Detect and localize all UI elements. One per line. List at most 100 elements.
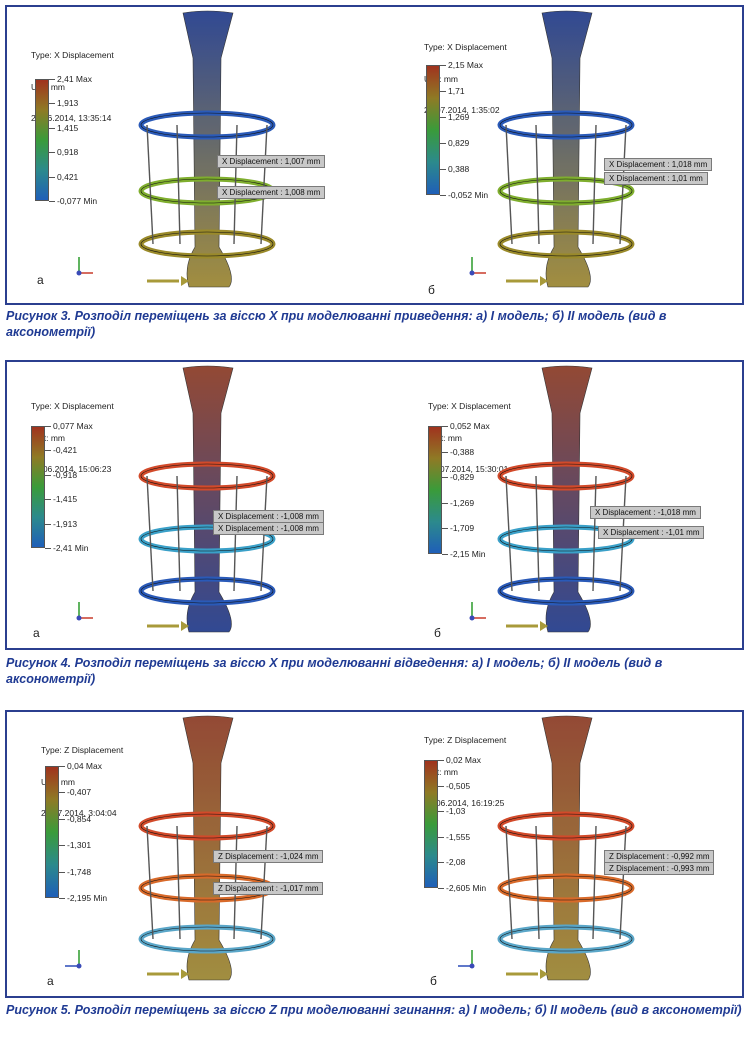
displacement-probe-label: Z Displacement : -0,993 mm: [604, 862, 715, 875]
fixator-ring-outline: [499, 112, 633, 138]
displacement-probe-label: X Displacement : 1,01 mm: [604, 172, 708, 185]
color-scale: 0,04 Max -0,407 -0,854 -1,301 -1,748 -2,…: [45, 761, 107, 903]
subfigure-letter: а: [37, 273, 44, 287]
scale-tick: 0,04 Max: [59, 761, 102, 771]
bone-fixator-model: [76, 10, 276, 288]
bone-shaft: [541, 10, 593, 288]
subfigure-letter: а: [47, 974, 54, 988]
bone-shaft: [182, 10, 234, 288]
displacement-probe-label: X Displacement : 1,008 mm: [217, 186, 326, 199]
scale-tick: -0,077 Min: [48, 196, 98, 206]
scale-tick: -1,269: [441, 497, 475, 508]
displacement-probe-label: X Displacement : -1,018 mm: [590, 506, 701, 519]
fixator-rod: [592, 475, 597, 592]
bone-fixator-model: [458, 715, 635, 981]
scale-tick: -0,505: [437, 780, 471, 791]
panel-a: Type: X Displacement Unit: mm 23.06.2014…: [7, 7, 375, 303]
scale-tick: -2,195 Min: [58, 893, 108, 903]
scale-tick: -0,052 Min: [439, 190, 489, 200]
fixator-rod: [146, 825, 154, 940]
fixator-ring-outline: [499, 926, 633, 952]
scale-tick: 0,829: [439, 138, 470, 148]
axis-origin: [76, 963, 82, 969]
load-arrowhead: [540, 276, 548, 286]
fixator-rod: [505, 475, 513, 592]
panel-b: Type: X Displacement Unit: mm 16.07.2014…: [376, 362, 742, 648]
fixator-rod: [233, 124, 238, 245]
scale-tick: 1,71: [440, 86, 465, 96]
fixator-ring-outline: [140, 813, 274, 839]
displacement-probe-label: Z Displacement : -1,017 mm: [213, 882, 324, 895]
figure-caption: Рисунок 3. Розподіл переміщень за віссю …: [6, 309, 667, 339]
scale-tick: 2,15 Max: [440, 60, 483, 70]
fixator-rod: [505, 825, 513, 940]
scale-tick: -0,388: [441, 446, 475, 457]
color-scale: 0,077 Max -0,421 -0,918 -1,415 -1,913 -2…: [31, 421, 93, 553]
displacement-probe-label: X Displacement : 1,007 mm: [217, 155, 326, 168]
panel-b: Type: X Displacement Unit: mm 22.07.2014…: [376, 7, 742, 303]
panel-a: Type: X Displacement Unit: mm 23.06.2014…: [7, 362, 375, 648]
fixator-rod: [176, 124, 181, 245]
scale-tick: -1,555: [437, 831, 471, 842]
fixator-rod: [592, 124, 597, 245]
fixator-ring-outline: [499, 526, 633, 552]
bone-fixator-model: [469, 365, 635, 633]
bone-shaft: [541, 715, 593, 981]
axis-origin: [76, 615, 82, 621]
load-arrowhead: [540, 969, 548, 979]
color-scale: 0,052 Max -0,388 -0,829 -1,269 -1,709 -2…: [428, 421, 490, 559]
subfigure-letter: а: [33, 626, 40, 640]
fixator-ring-outline: [140, 231, 274, 257]
fixator-rod: [619, 825, 627, 940]
axis-origin: [76, 270, 82, 276]
scale-tick: -2,605 Min: [437, 883, 487, 893]
fixator-rod: [535, 825, 540, 940]
figure-3: Type: X Displacement Unit: mm 23.06.2014…: [5, 5, 744, 305]
displacement-probe-label: X Displacement : -1,008 mm: [213, 522, 324, 535]
fixator-ring-outline: [499, 463, 633, 489]
fixator-rod: [505, 124, 513, 245]
scale-tick: 0,02 Max: [438, 755, 481, 765]
axis-origin: [469, 615, 475, 621]
subfigure-letter: б: [434, 626, 441, 640]
fixator-ring-outline: [499, 813, 633, 839]
scale-tick: 0,077 Max: [45, 421, 93, 431]
scale-tick: -1,03: [437, 806, 466, 817]
scale-tick: -0,421: [44, 445, 78, 456]
fixator-ring-outline: [140, 112, 274, 138]
fixator-rod: [146, 475, 154, 592]
figure-caption: Рисунок 5. Розподіл переміщень за віссю …: [6, 1003, 742, 1017]
scale-tick: -0,854: [58, 813, 92, 824]
bone-shaft: [182, 365, 234, 633]
scale-tick: 1,913: [48, 98, 79, 109]
scale-tick: -1,913: [44, 518, 78, 529]
scale-tick: -0,918: [44, 469, 78, 480]
fixator-rod: [592, 825, 597, 940]
panel-a: Type: Z Displacement Unit: mm 22.07.2014…: [7, 712, 375, 996]
load-arrowhead: [181, 621, 189, 631]
fixator-ring-outline: [140, 926, 274, 952]
bone-fixator-model: [469, 10, 635, 288]
panel-b: Type: Z Displacement Unit: mm 23.06.2014…: [376, 712, 742, 996]
figure-caption: Рисунок 4. Розподіл переміщень за віссю …: [6, 656, 663, 686]
scale-tick: -2,15 Min: [441, 549, 486, 559]
figure-4: Type: X Displacement Unit: mm 23.06.2014…: [5, 360, 744, 650]
subfigure-letter: б: [428, 283, 435, 297]
axis-origin: [469, 963, 475, 969]
scale-tick: -1,709: [441, 523, 475, 534]
fixator-rod: [176, 475, 181, 592]
figure-5: Type: Z Displacement Unit: mm 22.07.2014…: [5, 710, 744, 998]
scale-tick: 2,41 Max: [49, 74, 92, 84]
bone-fixator-model: [65, 715, 276, 981]
fixator-rod: [146, 124, 154, 245]
scale-tick: -1,748: [58, 866, 92, 877]
color-scale: 0,02 Max -0,505 -1,03 -1,555 -2,08 -2,60…: [424, 755, 486, 893]
fixator-rod: [176, 825, 181, 940]
load-arrowhead: [540, 621, 548, 631]
bone-shaft: [182, 715, 234, 981]
scale-tick: -2,08: [437, 857, 466, 868]
displacement-probe-label: Z Displacement : -1,024 mm: [213, 850, 324, 863]
scale-tick: 0,421: [48, 171, 79, 182]
load-arrowhead: [181, 276, 189, 286]
scale-tick: -2,41 Min: [44, 543, 89, 553]
